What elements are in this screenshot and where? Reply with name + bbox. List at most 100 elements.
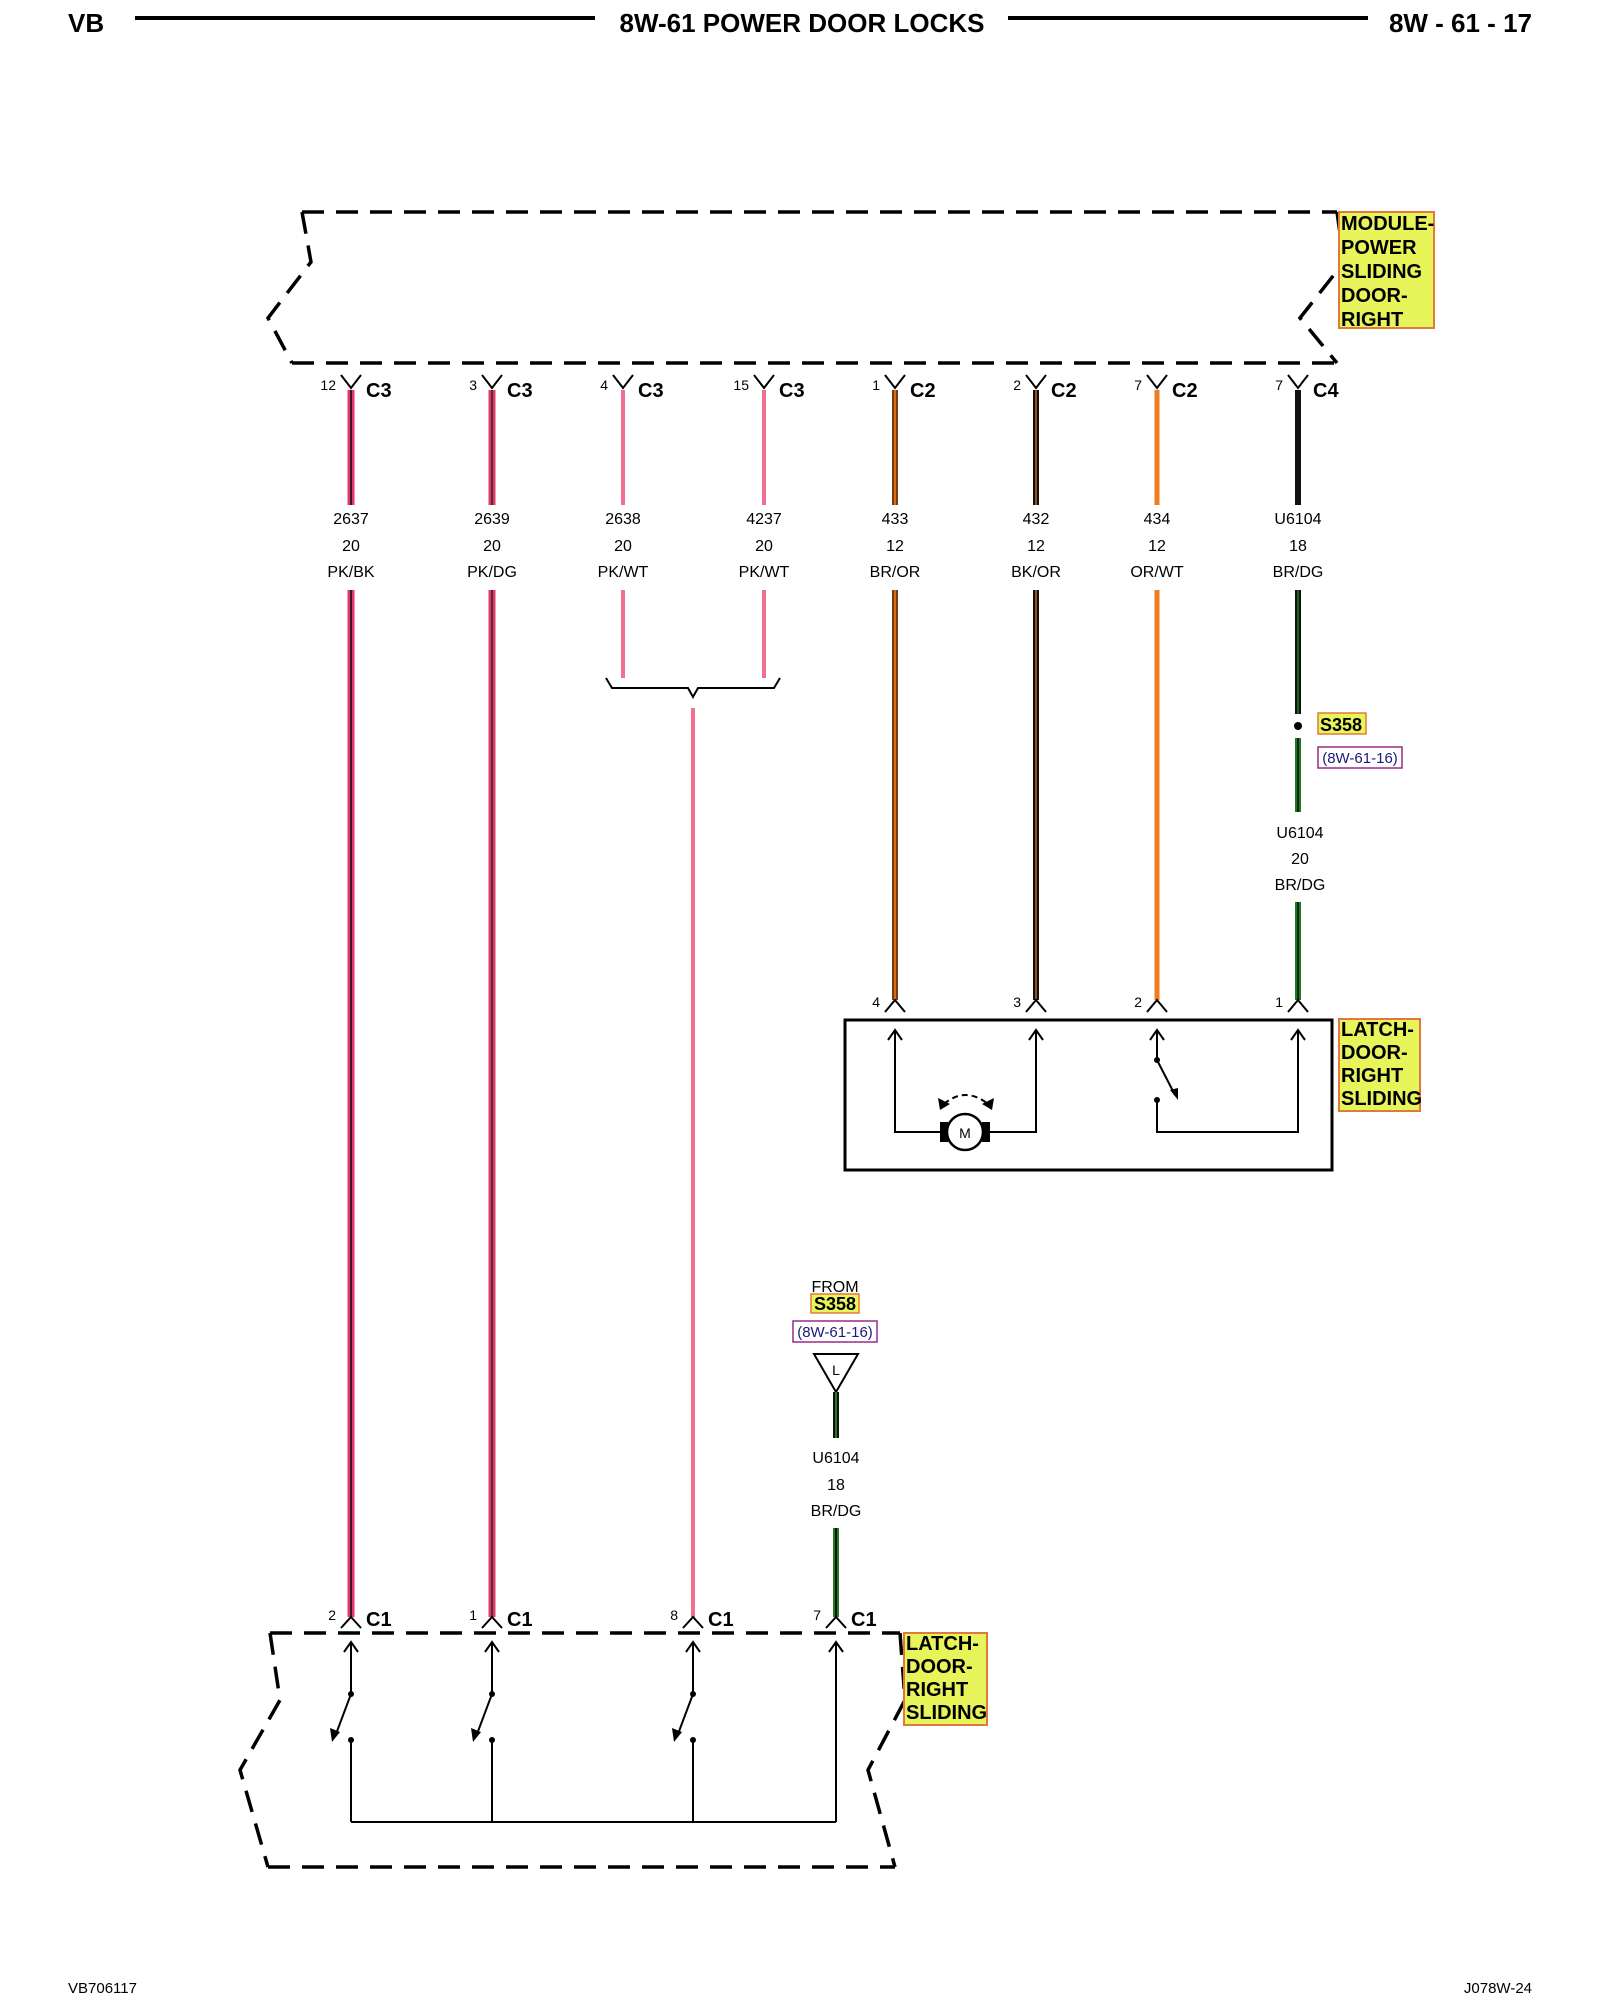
- module-pin-434: 7 C2 434 12 OR/WT: [1130, 374, 1198, 581]
- module-label: MODULE- POWER SLIDING DOOR- RIGHT: [1338, 211, 1435, 331]
- wire-4237-gauge: 20: [755, 538, 773, 555]
- module-pin-2637: 12 C3 2637 20 PK/BK: [320, 374, 392, 581]
- latch-lower-pin-7-icon: [825, 1615, 847, 1629]
- module-pin-2638-connector-icon: [612, 374, 634, 390]
- from-s358-gauge: 18: [827, 1477, 845, 1494]
- wire-2638-color: PK/WT: [598, 564, 649, 581]
- module-label-line-3: SLIDING: [1341, 261, 1422, 283]
- wire-2637-circuit: 2637: [333, 511, 369, 528]
- wire-2637-gauge: 20: [342, 538, 360, 555]
- splice-s358-highlight: [1317, 712, 1367, 735]
- module-label-highlight: [1338, 211, 1435, 329]
- module-pin-2637-connector-icon: [340, 374, 362, 390]
- wire-4237-color: PK/WT: [739, 564, 790, 581]
- latch-lower-pin-8-connector: C1: [708, 1609, 734, 1631]
- from-s358-ref: (8W-61-16): [797, 1324, 873, 1341]
- wire-2639-circuit: 2639: [474, 511, 510, 528]
- module-pin-2638: 4 C3 2638 20 PK/WT: [598, 374, 664, 581]
- ground-label: L: [832, 1362, 840, 1378]
- module-pin-4237: 15 C3 4237 20 PK/WT: [733, 374, 805, 581]
- splice-out-gauge: 20: [1291, 851, 1309, 868]
- module-pin-u6104-connector: C4: [1313, 380, 1339, 402]
- latch-upper-pins: [884, 998, 1309, 1013]
- latch-upper-pin-3-number: 3: [1013, 994, 1021, 1010]
- latch-lower-pin-7-number: 7: [813, 1607, 821, 1623]
- latch-lower-label-line-3: RIGHT: [906, 1679, 968, 1701]
- from-s358-circuit: U6104: [812, 1450, 859, 1467]
- wire-2638-circuit: 2638: [605, 511, 641, 528]
- latch-lower-pin-2-icon: [340, 1615, 362, 1629]
- latch-upper-pin-2-number: 2: [1134, 994, 1142, 1010]
- splice-s358-ref: (8W-61-16): [1322, 750, 1398, 767]
- module-pin-2637-connector: C3: [366, 380, 392, 402]
- latch-upper-pin-2-icon: [1146, 998, 1168, 1013]
- latch-lower-pin-7-connector: C1: [851, 1609, 877, 1631]
- module-pin-432-number: 2: [1013, 377, 1021, 393]
- wire-2638-gauge: 20: [614, 538, 632, 555]
- latch-upper-label: LATCH- DOOR- RIGHT SLIDING: [1338, 1018, 1422, 1112]
- latch-upper-pin-4-number: 4: [872, 994, 880, 1010]
- wire-434-gauge: 12: [1148, 538, 1166, 555]
- module-pin-u6104-connector-icon: [1287, 374, 1309, 390]
- module-pin-4237-number: 15: [733, 377, 749, 393]
- latch-lower-pin-1-connector: C1: [507, 1609, 533, 1631]
- header-right: 8W - 61 - 17: [1389, 8, 1532, 38]
- footer-left: VB706117: [68, 1980, 137, 1997]
- module-pin-4237-connector-icon: [753, 374, 775, 390]
- splice-s358: S358 (8W-61-16) U6104 20 BR/DG: [1275, 712, 1403, 894]
- header-title: 8W-61 POWER DOOR LOCKS: [620, 8, 985, 38]
- latch-upper-switch-icon: [1154, 1057, 1178, 1103]
- wire-434-circuit: 434: [1144, 511, 1171, 528]
- module-label-line-1: MODULE-: [1341, 213, 1434, 235]
- latch-lower-pin-2-connector: C1: [366, 1609, 392, 1631]
- wire-433-circuit: 433: [882, 511, 909, 528]
- latch-upper-pin-4-icon: [884, 998, 906, 1013]
- module-label-line-5: RIGHT: [1341, 309, 1403, 331]
- latch-upper-box: [843, 1018, 1334, 1172]
- latch-lower-pin-1-icon: [481, 1615, 503, 1629]
- module-label-line-2: POWER: [1341, 237, 1417, 259]
- wire-u6104-circuit: U6104: [1274, 511, 1321, 528]
- motor-label: M: [959, 1125, 971, 1141]
- latch-upper-label-line-4: SLIDING: [1341, 1088, 1422, 1110]
- wire-432-color: BK/OR: [1011, 564, 1061, 581]
- module-pin-434-connector-icon: [1146, 374, 1168, 390]
- latch-lower-label-line-1: LATCH-: [906, 1633, 979, 1655]
- module-pin-433: 1 C2 433 12 BR/OR: [870, 374, 936, 581]
- latch-upper-pin-3-icon: [1025, 998, 1047, 1013]
- latch-lower-label-highlight: [903, 1632, 988, 1726]
- module-pin-434-connector: C2: [1172, 380, 1198, 402]
- latch-lower-switch-3-icon: [672, 1691, 696, 1743]
- module-pin-433-connector: C2: [910, 380, 936, 402]
- wire-434-color: OR/WT: [1130, 564, 1184, 581]
- wire-u6104-color: BR/DG: [1273, 564, 1324, 581]
- splice-out-color: BR/DG: [1275, 877, 1326, 894]
- wire-4237-circuit: 4237: [746, 511, 782, 528]
- from-s358-splice: S358: [814, 1294, 856, 1314]
- splice-dot-icon: [1294, 722, 1302, 730]
- module-pin-u6104: 7 C4 U6104 18 BR/DG: [1273, 374, 1339, 581]
- module-pin-2638-connector: C3: [638, 380, 664, 402]
- latch-upper-label-highlight: [1338, 1018, 1421, 1112]
- module-label-line-4: DOOR-: [1341, 285, 1408, 307]
- module-pin-432-connector: C2: [1051, 380, 1077, 402]
- from-label: FROM: [811, 1279, 858, 1296]
- module-pin-2638-number: 4: [600, 377, 608, 393]
- wire-u6104-gauge: 18: [1289, 538, 1307, 555]
- wire-2639-gauge: 20: [483, 538, 501, 555]
- wire-432-circuit: 432: [1023, 511, 1050, 528]
- latch-lower-internal: [343, 1640, 844, 1823]
- module-pin-2639: 3 C3 2639 20 PK/DG: [467, 374, 533, 581]
- latch-upper-internal: [887, 1028, 1306, 1133]
- module-pin-2639-connector: C3: [507, 380, 533, 402]
- motor-icon: M: [938, 1094, 994, 1152]
- module-pin-4237-connector: C3: [779, 380, 805, 402]
- module-pin-u6104-number: 7: [1275, 377, 1283, 393]
- module-pin-2639-number: 3: [469, 377, 477, 393]
- latch-lower-label-line-2: DOOR-: [906, 1656, 973, 1678]
- latch-lower-switch-2-icon: [471, 1691, 495, 1743]
- footer-right: J078W-24: [1464, 1980, 1532, 1997]
- splice-s358-name: S358: [1320, 715, 1362, 735]
- wire-2637-color: PK/BK: [327, 564, 374, 581]
- from-s358-color: BR/DG: [811, 1503, 862, 1520]
